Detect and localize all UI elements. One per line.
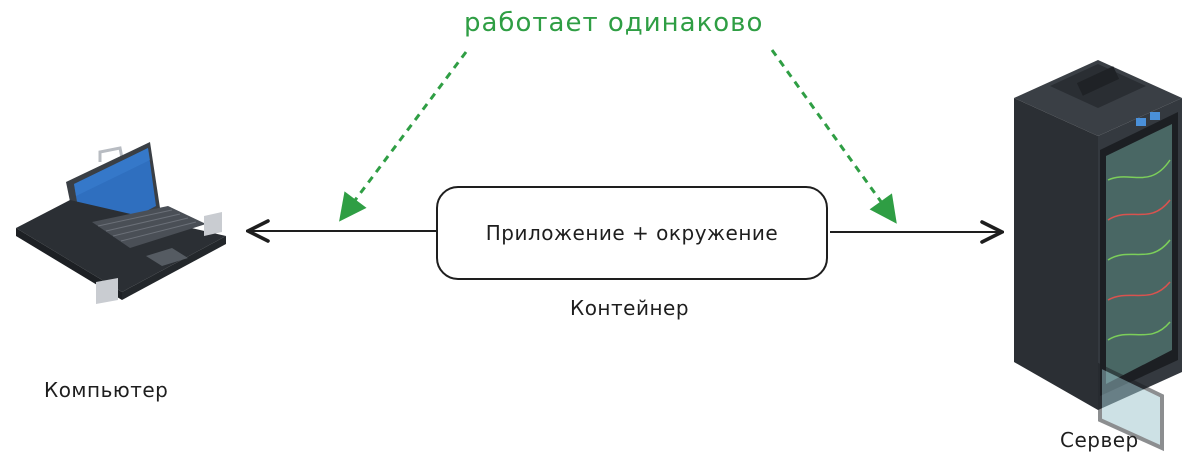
dashed-arrow-right	[770, 49, 897, 224]
laptop-icon	[16, 142, 226, 304]
computer-caption: Компьютер	[44, 378, 169, 402]
annotation-works-same: работает одинаково	[464, 8, 764, 38]
server-rack-icon	[1014, 60, 1182, 452]
container-caption: Контейнер	[570, 296, 690, 320]
server-caption: Сервер	[1060, 428, 1139, 452]
dashed-arrow-left	[339, 51, 468, 222]
container-box: Приложение + окружение	[436, 186, 828, 280]
container-box-label: Приложение + окружение	[485, 221, 779, 245]
